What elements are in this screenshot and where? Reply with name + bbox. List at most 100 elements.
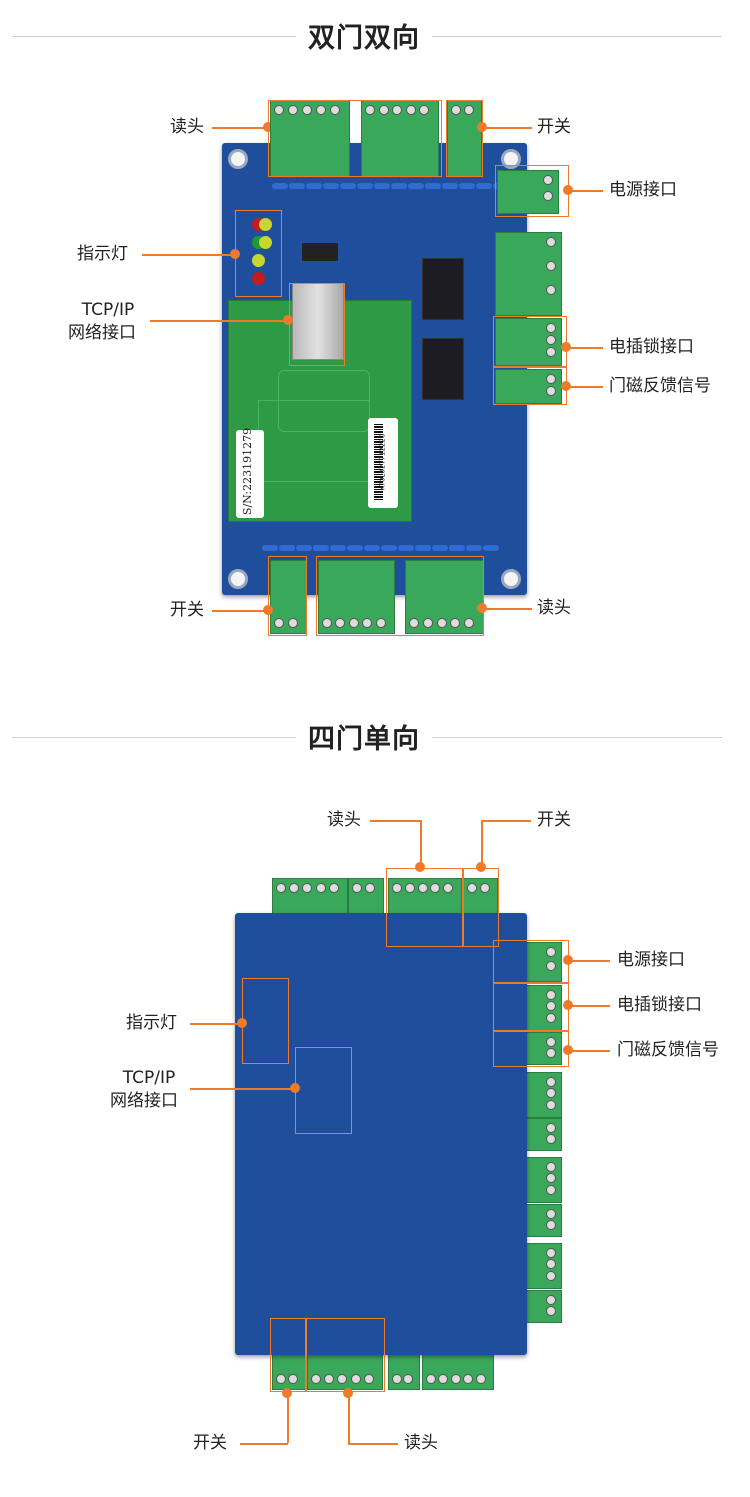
screw-icon [288, 1374, 298, 1384]
capacitor [313, 545, 329, 551]
callout-tcp-line1: TCP/IP [122, 1068, 176, 1088]
status-led [252, 254, 265, 267]
callout-switch-bottom: 开关 [193, 1433, 227, 1453]
mounting-hole [228, 569, 248, 589]
screw-icon [365, 883, 375, 893]
screw-icon [288, 105, 298, 115]
screw-icon [324, 1374, 335, 1384]
capacitor [340, 183, 356, 189]
lock-connector-highlight [493, 316, 567, 367]
relay [422, 258, 464, 320]
serial-label [236, 430, 264, 518]
screw-icon [546, 1001, 556, 1012]
capacitor [364, 545, 380, 551]
screw-icon [546, 285, 556, 295]
screw-icon [546, 1123, 556, 1133]
callout-reader-top: 读头 [327, 810, 361, 830]
screw-icon [404, 883, 415, 893]
door-led [259, 218, 272, 231]
screw-icon [330, 105, 340, 115]
screw-icon [302, 883, 313, 893]
capacitor [296, 545, 312, 551]
reader-connector-highlight [386, 868, 464, 947]
screw-icon [409, 618, 419, 628]
screw-icon [546, 374, 556, 384]
capacitor [330, 545, 346, 551]
screw-icon [546, 1219, 556, 1230]
reader-connector-bottom-highlight [316, 556, 484, 636]
screw-icon [546, 1305, 556, 1316]
screw-icon [322, 618, 332, 628]
relay [422, 338, 464, 400]
door-sensor-highlight [493, 367, 567, 405]
callout-switch-bottom: 开关 [170, 600, 204, 620]
screw-icon [451, 105, 461, 115]
screw-icon [392, 1374, 402, 1384]
callout-power: 电源接口 [609, 180, 677, 200]
capacitor [415, 545, 431, 551]
screw-icon [546, 1012, 556, 1023]
capacitor [408, 183, 424, 189]
screw-icon [350, 1374, 361, 1384]
capacitor [272, 183, 288, 189]
screw-icon [375, 618, 386, 628]
screw-icon [546, 323, 556, 333]
indicator-leds-highlight [235, 210, 282, 297]
capacitor [262, 545, 278, 551]
section-title: 双门双向 [296, 16, 432, 55]
screw-icon [378, 105, 389, 115]
network-port-highlight [295, 1047, 352, 1134]
screw-icon [546, 1099, 556, 1110]
callout-indicator: 指示灯 [77, 244, 128, 264]
capacitor [306, 183, 322, 189]
barcode [374, 424, 383, 500]
screw-icon [417, 883, 428, 893]
screw-icon [276, 883, 286, 893]
ic-chip [302, 243, 338, 261]
screw-icon [392, 883, 402, 893]
screw-icon [546, 1162, 556, 1172]
barcode-label [368, 418, 398, 508]
callout-power: 电源接口 [617, 950, 685, 970]
screw-icon [450, 618, 461, 628]
screw-icon [543, 175, 553, 185]
capacitor [289, 183, 305, 189]
capacitor [459, 183, 475, 189]
screw-icon [450, 1374, 461, 1384]
screw-icon [436, 618, 447, 628]
screw-icon [546, 1037, 556, 1047]
capacitor [357, 183, 373, 189]
barcode-text: KT0L02T712220 [378, 433, 387, 491]
capacitor [398, 545, 414, 551]
screw-icon [546, 990, 556, 1000]
callout-lock: 电插锁接口 [617, 995, 702, 1015]
screw-icon [302, 105, 312, 115]
screw-icon [405, 105, 416, 115]
mounting-hole [501, 569, 521, 589]
screw-icon [546, 1088, 556, 1099]
network-port-highlight [289, 283, 345, 366]
status-led [252, 272, 265, 285]
capacitor [466, 545, 482, 551]
serial-number: S/N:223191279 [241, 427, 255, 516]
screw-icon [274, 618, 284, 628]
screw-icon [475, 1374, 486, 1384]
screw-icon [546, 1077, 556, 1087]
callout-indicator: 指示灯 [126, 1013, 177, 1033]
callout-reader-top: 读头 [170, 117, 204, 137]
screw-icon [464, 618, 475, 628]
power-connector-highlight [495, 165, 569, 217]
capacitor [442, 183, 458, 189]
four-door-controller-board [235, 913, 527, 1355]
indicator-leds-highlight [242, 978, 289, 1064]
door-led [259, 236, 272, 249]
screw-icon [467, 883, 477, 893]
callout-reader-bottom: 读头 [537, 598, 571, 618]
capacitor [374, 183, 390, 189]
screw-icon [438, 1374, 449, 1384]
screw-icon [426, 1374, 436, 1384]
mounting-hole [228, 149, 248, 169]
screw-icon [328, 883, 339, 893]
switch-connector-highlight [462, 868, 499, 947]
